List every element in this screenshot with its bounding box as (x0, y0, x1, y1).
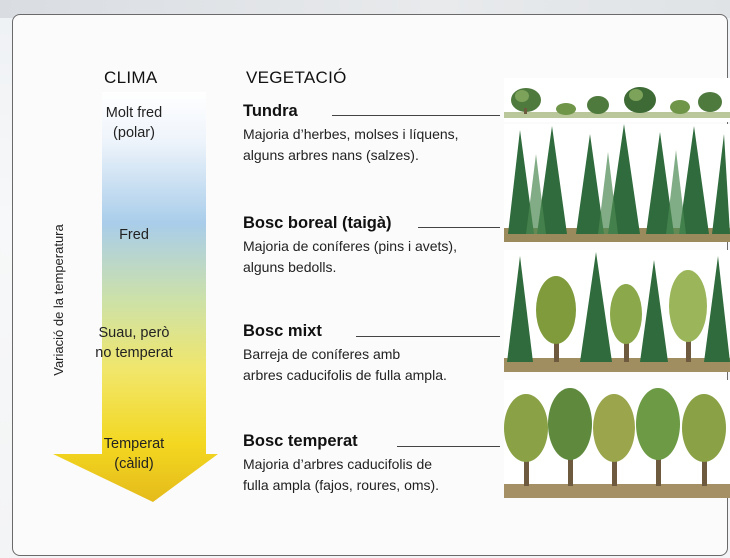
climate-header: CLIMA (104, 68, 158, 87)
vegetation-bosc-boreal: Bosc boreal (taigà) Majoria de coníferes… (243, 214, 457, 278)
description-line: Majoria d’arbres caducifolis de (243, 456, 433, 472)
vegetation-header: VEGETACIÓ (246, 68, 347, 87)
deciduous-tree-icon (504, 388, 726, 486)
climate-label-molt-fred: Molt fred (polar) (79, 103, 189, 143)
vegetation-title: Bosc temperat (243, 432, 358, 450)
climate-label-suau: Suau, però no temperat (79, 323, 189, 363)
temperature-gradient-arrow (53, 92, 218, 502)
vegetation-tundra: Tundra Majoria d’herbes, molses i líquen… (243, 102, 459, 166)
climate-line: Molt fred (105, 105, 163, 121)
scanned-page-edge (0, 0, 730, 18)
description-line: arbres caducifolis de fulla ampla. (243, 367, 447, 383)
leader-line-bosc-temperat (397, 446, 500, 447)
vegetation-description: Majoria d’herbes, molses i líquens, algu… (243, 124, 459, 166)
mixed-forest-illustration (504, 250, 730, 372)
vegetation-title: Bosc boreal (taigà) (243, 214, 392, 232)
tundra-illustration (504, 78, 730, 122)
climate-label-temperat: Temperat (càlid) (79, 434, 189, 474)
vegetation-bosc-mixt: Bosc mixt Barreja de coníferes amb arbre… (243, 322, 447, 386)
description-line: alguns arbres nans (salzes). (243, 147, 419, 163)
climate-line: Suau, però (98, 325, 170, 341)
vegetation-description: Majoria de coníferes (pins i avets), alg… (243, 236, 457, 278)
vegetation-title: Tundra (243, 102, 298, 120)
climate-line: Temperat (103, 436, 165, 452)
climate-label-fred: Fred (79, 225, 189, 245)
leader-line-bosc-mixt (356, 336, 500, 337)
shrub-icon (511, 88, 541, 114)
leader-line-tundra (332, 115, 500, 116)
description-line: fulla ampla (fajos, roures, oms). (243, 477, 440, 493)
temperate-forest-illustration (504, 380, 730, 498)
climate-line: (càlid) (114, 456, 154, 472)
description-line: Majoria d’herbes, molses i líquens, (243, 126, 459, 142)
description-line: Barreja de coníferes amb (243, 346, 401, 362)
climate-line: (polar) (113, 125, 155, 141)
conifer-tree-icon (508, 124, 730, 234)
vegetation-title: Bosc mixt (243, 322, 322, 340)
boreal-forest-illustration (504, 124, 730, 242)
vegetation-description: Majoria d’arbres caducifolis de fulla am… (243, 454, 439, 496)
description-line: Majoria de coníferes (pins i avets), (243, 238, 457, 254)
climate-line: no temperat (95, 345, 173, 361)
vegetation-bosc-temperat: Bosc temperat Majoria d’arbres caducifol… (243, 432, 439, 496)
temperature-axis-label: Variació de la temperatura (51, 224, 66, 376)
vegetation-description: Barreja de coníferes amb arbres caducifo… (243, 344, 447, 386)
deciduous-tree-icon (536, 270, 707, 362)
leader-line-bosc-boreal (418, 227, 500, 228)
climate-line: Fred (119, 227, 149, 243)
conifer-tree-icon (507, 252, 730, 362)
description-line: alguns bedolls. (243, 259, 337, 275)
